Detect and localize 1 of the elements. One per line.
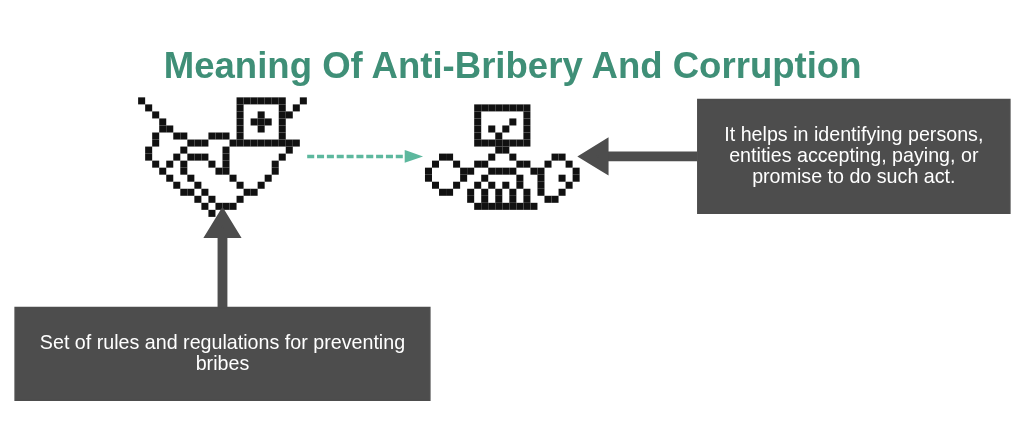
diagram-title: Meaning Of Anti-Bribery And Corruption bbox=[163, 44, 862, 86]
